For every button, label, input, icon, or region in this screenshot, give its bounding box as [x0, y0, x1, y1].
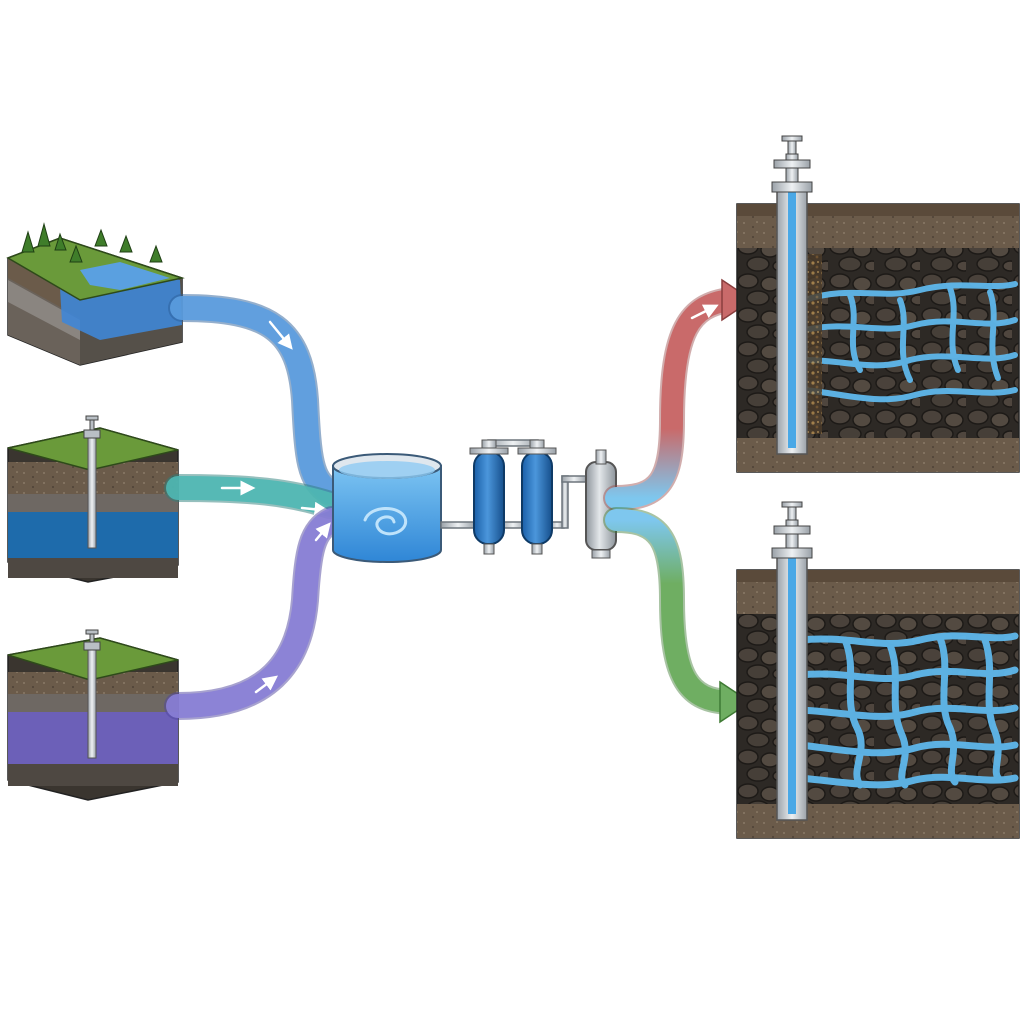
- reservoir-clean: [736, 501, 1020, 839]
- wellhead-icon: [771, 501, 813, 821]
- outflow-streams: [603, 278, 754, 724]
- source-surface-water-block: [6, 222, 185, 366]
- filter-vessel: [517, 439, 557, 555]
- source-deep-aquifer-block: [7, 629, 179, 801]
- water-network: [802, 281, 1018, 403]
- trees-icon: [21, 222, 163, 263]
- well-pipe-icon: [83, 629, 101, 759]
- swirl-icon: [363, 507, 408, 536]
- water-network: [796, 632, 1019, 789]
- wellhead-icon: [771, 135, 813, 455]
- filter-vessel: [469, 439, 509, 555]
- pipe-train: [440, 439, 587, 529]
- inflow-streams: [164, 294, 346, 720]
- mixing-tank: [332, 453, 442, 563]
- reservoir-plugged: [736, 135, 1020, 473]
- well-pipe-icon: [83, 415, 101, 549]
- arrowhead-lower: [719, 680, 752, 724]
- source-groundwater-block: [7, 415, 179, 583]
